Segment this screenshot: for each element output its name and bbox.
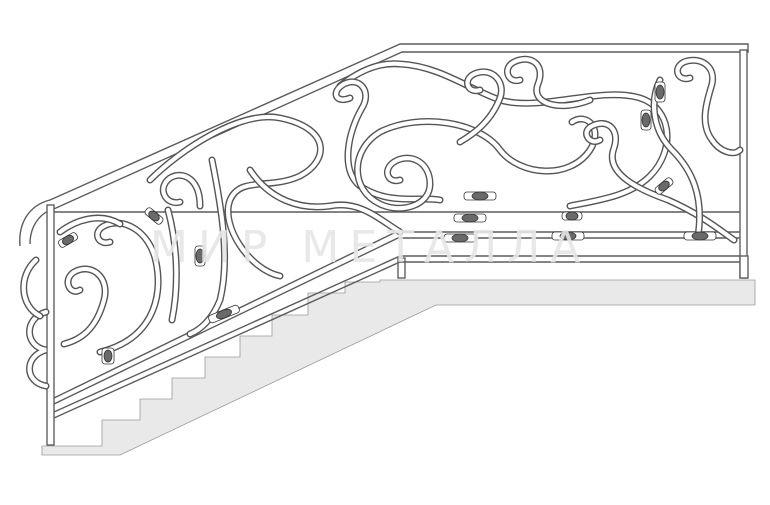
ornament xyxy=(654,81,666,103)
post-landing xyxy=(397,257,406,279)
ornament xyxy=(683,231,717,241)
ornament xyxy=(208,304,240,324)
ornaments xyxy=(58,81,717,365)
handrail xyxy=(19,43,749,247)
ornament xyxy=(144,207,164,225)
watermark: МИР МЕТАЛЛА xyxy=(150,222,591,273)
ornament xyxy=(443,233,477,243)
ornament xyxy=(194,245,206,267)
ornament xyxy=(463,191,497,201)
posts xyxy=(46,49,749,446)
staircase xyxy=(41,279,756,456)
post-right-foot xyxy=(739,255,749,279)
post-left xyxy=(46,204,55,446)
scroll-work xyxy=(20,55,744,390)
ornament xyxy=(58,232,78,248)
bottom-rails xyxy=(53,211,740,419)
ornament xyxy=(551,231,585,241)
post-right xyxy=(739,49,748,279)
ornament xyxy=(101,347,115,365)
ornament xyxy=(561,211,583,221)
ornament xyxy=(640,109,652,131)
ornament xyxy=(654,177,674,195)
ornament xyxy=(453,213,487,223)
